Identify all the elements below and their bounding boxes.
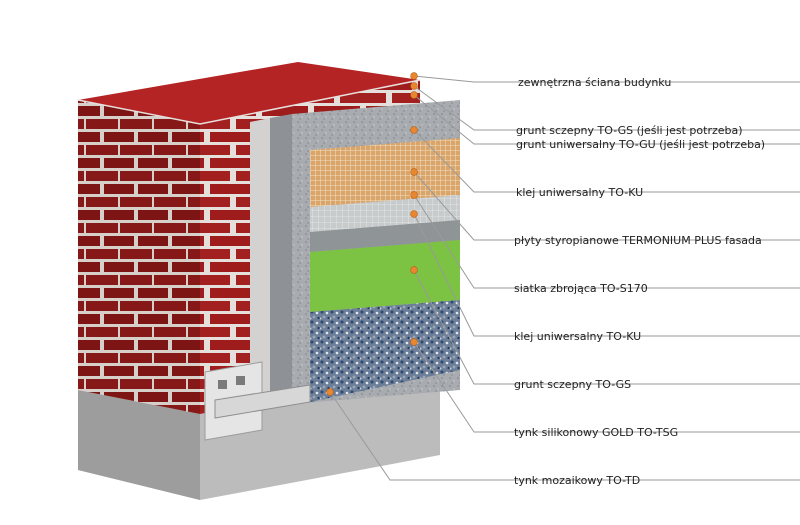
leader-mosaic-plaster — [329, 391, 800, 481]
label-adhesive-2: klej uniwersalny TO-KU — [514, 330, 642, 343]
leader-silicone-plaster — [413, 341, 800, 433]
label-primer-gs-2: grunt sczepny TO-GS — [514, 378, 632, 391]
label-primer-gs: grunt sczepny TO-GS (jeśli jest potrzeba… — [516, 124, 743, 137]
label-eps-boards: płyty styropianowe TERMONIUM PLUS fasada — [514, 234, 762, 247]
corner-profile — [214, 384, 311, 419]
mosaic-plaster-layer — [310, 300, 460, 402]
label-primer-gu: grunt uniwersalny TO-GU (jeśli jest potr… — [516, 138, 766, 151]
primer-gs-layer — [310, 220, 460, 252]
marker-adhesive-1 — [410, 126, 418, 134]
mesh-layer — [310, 138, 460, 207]
marker-adhesive-2 — [410, 210, 418, 218]
label-silicone-plaster: tynk silikonowy GOLD TO-TSG — [514, 426, 679, 439]
leader-primer-gu — [413, 94, 800, 145]
marker-primer-gs — [410, 82, 418, 90]
leader-primer-gs — [413, 85, 800, 131]
marker-primer-gs-2 — [410, 266, 418, 274]
primer-layer — [250, 118, 270, 410]
label-mosaic-plaster: tynk mozaikowy TO-TD — [514, 474, 641, 487]
leader-exterior-wall — [413, 75, 800, 83]
leader-primer-gs-2 — [413, 269, 800, 385]
adhesive-layer-1 — [270, 114, 292, 408]
leader-mesh — [413, 194, 800, 289]
leader-lines — [329, 75, 800, 481]
adhesive-layer-2 — [310, 195, 460, 232]
marker-mosaic-plaster — [326, 388, 334, 396]
leader-eps-boards — [413, 171, 800, 241]
label-adhesive-1: klej uniwersalny TO-KU — [516, 186, 644, 199]
marker-eps-boards — [410, 168, 418, 176]
label-exterior-wall: zewnętrzna ściana budynku — [518, 76, 672, 89]
foundation-side — [78, 390, 200, 500]
leader-adhesive-1 — [413, 129, 800, 193]
silicone-plaster-layer — [310, 240, 460, 312]
label-mesh: siatka zbrojąca TO-S170 — [514, 282, 648, 295]
layer-markers — [326, 72, 418, 396]
brick-wall-side — [78, 100, 200, 414]
marker-silicone-plaster — [410, 338, 418, 346]
marker-primer-gu — [410, 91, 418, 99]
brick-wall-top — [78, 62, 420, 124]
leader-adhesive-2 — [413, 213, 800, 337]
marker-mesh — [410, 191, 418, 199]
marker-exterior-wall — [410, 72, 418, 80]
